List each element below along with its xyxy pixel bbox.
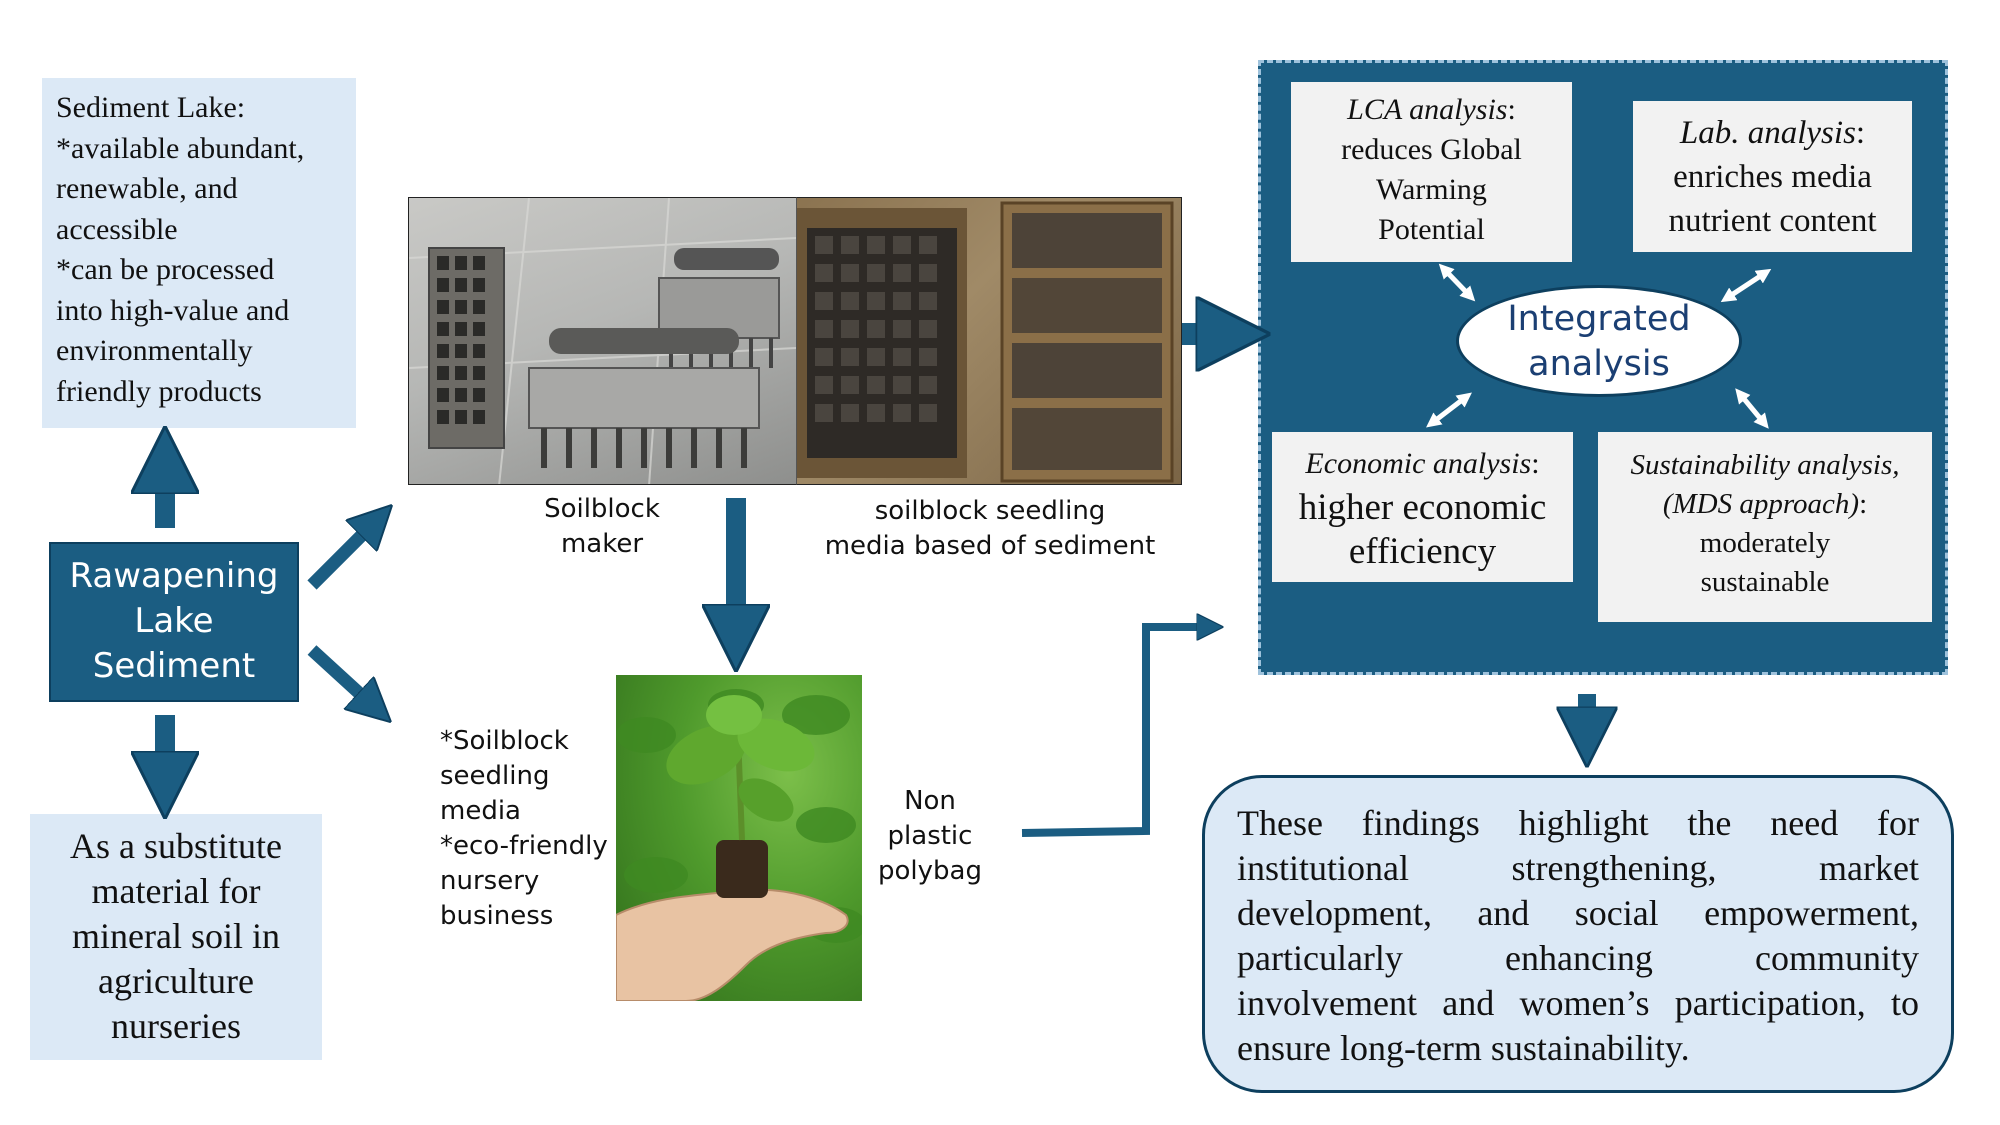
integrated-line: Integrated [1507,299,1691,339]
arrow-to-soilblock-maker [307,525,372,590]
caption-line: seedling [440,761,550,791]
caption-line: Soilblock [544,494,660,524]
rawapening-lake-sediment-box: Rawapening Lake Sediment [49,542,299,702]
economic-colon: : [1531,447,1540,480]
caption-line: maker [560,529,644,559]
soilblock-maker-illustration [409,198,796,484]
source-line: Lake [134,601,214,641]
sustainability-colon: : [1859,488,1868,520]
substitute-line: agriculture [98,961,254,1001]
caption-line: business [440,901,554,931]
substitute-line: As a substitute [70,826,282,866]
sediment-lake-box: Sediment Lake: *available abundant, rene… [42,78,356,428]
sediment-lake-line: renewable, and [56,172,238,205]
caption-line: polybag [878,856,982,886]
double-arrow-sustainability [1735,388,1769,429]
lab-analysis-title: Lab. analysis [1679,115,1856,151]
lca-analysis-title: LCA analysis [1347,93,1508,126]
caption-line: soilblock seedling [874,496,1106,526]
soilblock-maker-caption: Soilblock maker [522,492,682,562]
soilblock-maker-photo [408,197,796,485]
sustainability-analysis-box: Sustainability analysis, (MDS approach):… [1598,432,1932,622]
source-line: Sediment [92,646,256,686]
sustainability-analysis-title: Sustainability analysis, [1630,449,1900,481]
sediment-lake-line: into high-value and [56,293,290,327]
integrated-line: analysis [1528,344,1670,384]
sustainability-line: sustainable [1700,566,1830,598]
substitute-box: As a substitute material for mineral soi… [30,814,322,1060]
seedling-illustration [616,689,862,1001]
integrated-analysis-ellipse: Integrated analysis [1456,285,1742,397]
soilblock-media-photo [796,197,1182,485]
sediment-lake-line: friendly products [56,374,262,408]
lab-line: nutrient content [1668,203,1877,239]
caption-line: Non [904,786,956,816]
caption-line: nursery [440,866,540,896]
mds-approach-title: (MDS approach) [1662,488,1860,520]
sediment-lake-line: *can be processed [56,253,275,286]
lab-colon: : [1855,115,1866,151]
source-line: Rawapening [69,556,279,596]
lca-analysis-box: LCA analysis: reduces Global Warming Pot… [1291,82,1572,262]
lab-analysis-box: Lab. analysis: enriches media nutrient c… [1633,101,1912,252]
sustainability-line: moderately [1699,527,1831,559]
findings-text: These findings highlight the need for in… [1237,803,1919,1068]
eco-friendly-caption: *Soilblock seedling media *eco-friendly … [440,724,640,934]
soilblock-media-illustration [797,201,1174,483]
lca-line: reduces Global [1341,133,1522,166]
lca-colon: : [1507,93,1516,126]
lca-line: Potential [1378,213,1485,246]
caption-line: *Soilblock [440,726,569,756]
elbow-arrow-to-analysis-panel [1021,627,1206,837]
caption-line: media based of sediment [824,531,1156,561]
lab-line: enriches media [1673,159,1872,195]
caption-line: plastic [887,821,973,851]
sediment-lake-line: accessible [56,212,178,246]
seedling-soilblock-photo [616,675,862,1001]
substitute-line: nurseries [111,1006,241,1046]
arrow-to-seedling-media [307,645,370,703]
substitute-line: mineral soil in [72,916,280,956]
economic-line: higher economic [1298,487,1547,528]
sediment-lake-title: Sediment Lake: [56,91,246,124]
findings-box: These findings highlight the need for in… [1202,775,1954,1093]
non-plastic-polybag-caption: Non plastic polybag [862,784,998,889]
economic-line: efficiency [1348,531,1497,572]
economic-analysis-box: Economic analysis: higher economic effic… [1272,432,1573,582]
lca-line: Warming [1376,173,1487,206]
soilblock-media-caption: soilblock seedling media based of sedime… [800,494,1180,564]
double-arrow-lab [1720,268,1772,303]
sediment-lake-line: *available abundant, [56,131,305,165]
double-arrow-economic [1426,392,1472,428]
economic-analysis-title: Economic analysis [1305,447,1532,480]
substitute-line: material for [91,871,261,911]
sediment-lake-line: environmentally [56,334,253,367]
double-arrow-lca [1438,263,1476,302]
caption-line: media [440,796,521,826]
caption-line: *eco-friendly [440,831,608,861]
